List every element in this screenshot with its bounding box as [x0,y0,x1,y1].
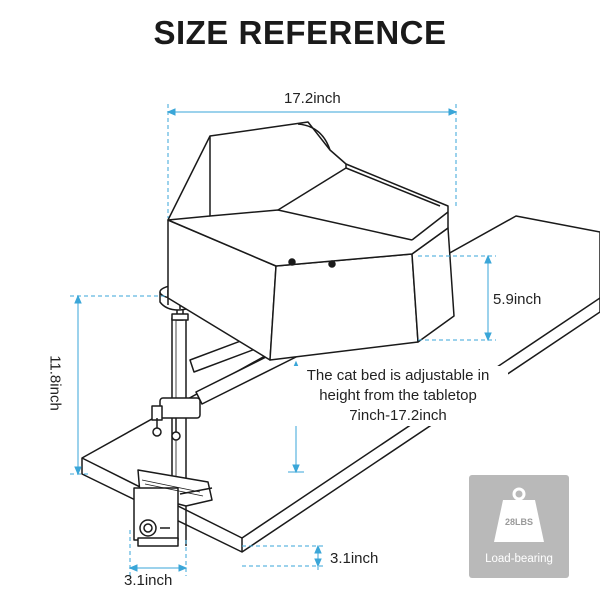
badge-label: Load-bearing [485,553,553,565]
weight-icon [469,475,569,578]
dimension-clamp-thickness: 3.1inch [330,550,379,567]
dimension-clamp-width: 3.1inch [124,572,173,589]
table-clamp [133,469,213,547]
note-line-2: height from the tabletop [319,387,477,404]
height-adjust-note: The cat bed is adjustable in height from… [288,366,508,426]
badge-weight-text: 28LBS [504,517,533,527]
dimension-pole-height: 11.8inch [46,355,64,411]
cat-bed [167,121,455,361]
collar-clamp [151,397,201,441]
dimension-bed-depth: 5.9inch [493,291,542,308]
note-line-3: 7inch-17.2inch [349,407,447,424]
dimension-bed-width: 17.2inch [284,90,341,107]
note-line-1: The cat bed is adjustable in [306,367,490,384]
page-title: SIZE REFERENCE [153,14,447,51]
